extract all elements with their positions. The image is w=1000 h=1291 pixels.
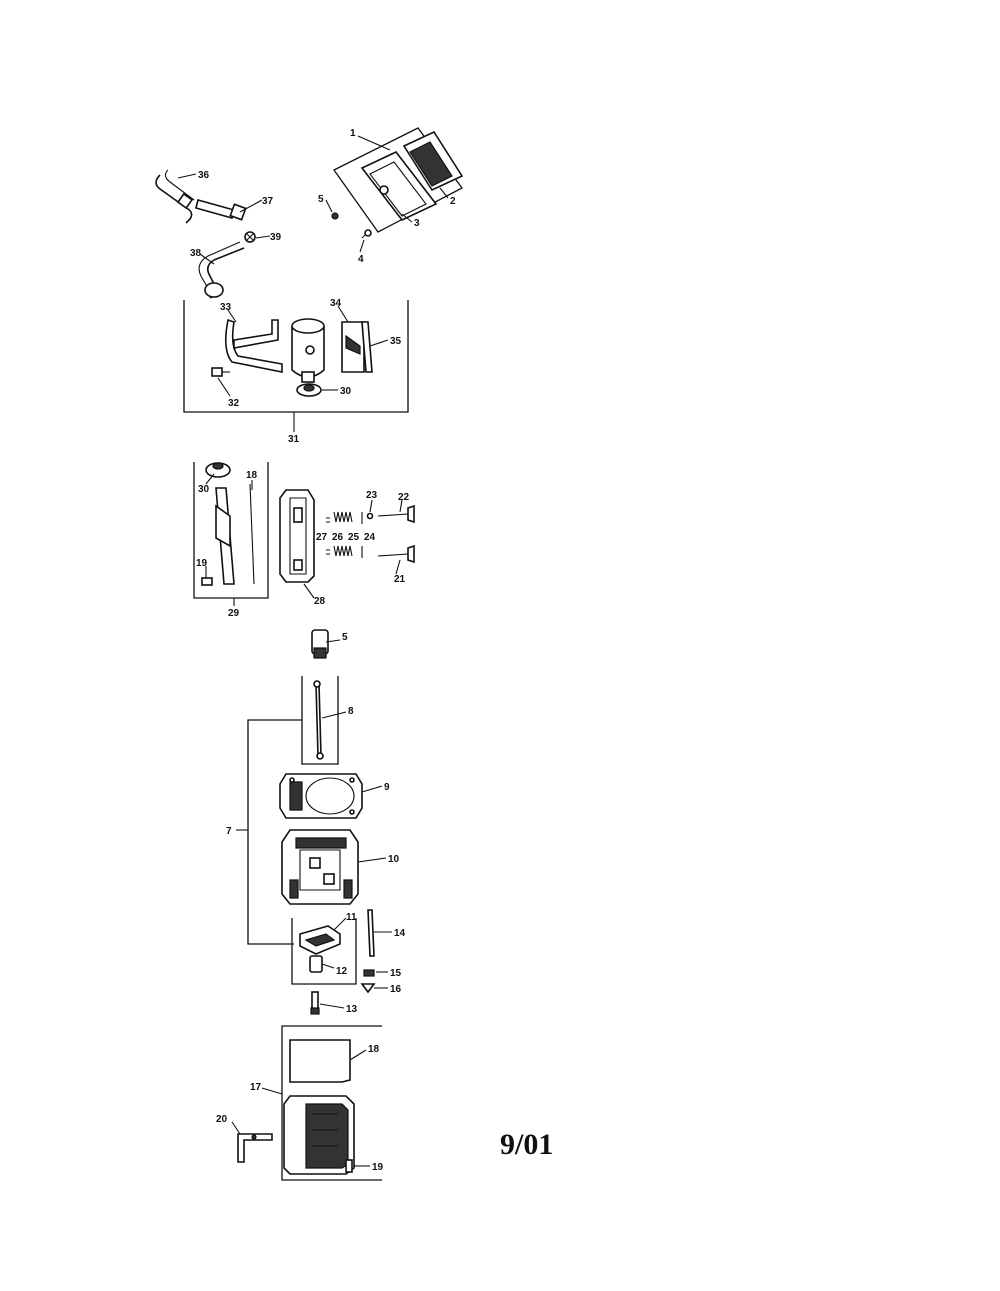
callout-21: 21	[394, 574, 406, 585]
callout-20: 20	[216, 1114, 228, 1125]
callout-17: 17	[250, 1082, 262, 1093]
callout-2: 2	[450, 196, 456, 207]
breather-filter	[291, 318, 325, 383]
callout-24: 24	[364, 532, 376, 543]
valve-cover-gasket	[402, 130, 464, 192]
revision-date-code: 9/01	[500, 1128, 554, 1161]
callout-16: 16	[390, 984, 402, 995]
breather-gasket-18	[249, 483, 255, 585]
assembly-31-frame	[183, 300, 409, 413]
callout-6: 5	[342, 632, 348, 643]
retaining-strap	[224, 318, 283, 373]
cylinder-head-28	[279, 489, 315, 583]
valve-cover-assembly-frame	[333, 127, 463, 233]
callout-11: 11	[346, 912, 357, 923]
exhaust-valve-22	[377, 504, 415, 524]
breather-hose-middle	[195, 199, 247, 221]
callout-25: 25	[348, 532, 360, 543]
hydraulic-lifter	[311, 629, 329, 659]
screw-19	[345, 1159, 353, 1173]
seal-30-upper	[205, 462, 231, 478]
callout-10: 10	[388, 854, 400, 865]
intake-valve-21	[377, 544, 415, 564]
callout-39: 39	[270, 232, 282, 243]
callout-19-lower: 19	[372, 1162, 384, 1173]
callout-18-upper: 18	[246, 470, 258, 481]
callout-26: 26	[332, 532, 344, 543]
group-7-bracket	[236, 719, 302, 945]
leader-lines	[177, 135, 449, 1167]
callout-9: 9	[384, 782, 390, 793]
callout-38: 38	[190, 248, 202, 259]
breather-hose-upper	[155, 169, 195, 224]
hose-clamp	[244, 231, 256, 243]
nut-15	[363, 969, 375, 977]
rod-14	[367, 909, 375, 957]
valve-cover-17	[283, 1095, 355, 1175]
washer-16	[360, 983, 376, 994]
callout-22: 22	[398, 492, 410, 503]
stud-13	[310, 991, 320, 1015]
callout-18-lower: 18	[368, 1044, 380, 1055]
seal-30	[296, 383, 322, 397]
assembly-17-frame	[281, 1025, 382, 1181]
rocker-frame	[291, 918, 357, 985]
callout-3: 3	[414, 218, 420, 229]
callout-28: 28	[314, 596, 326, 607]
breather-gasket	[361, 321, 373, 373]
callout-35: 35	[390, 336, 402, 347]
breather-cover	[341, 321, 365, 373]
valve-keepers-and-springs	[326, 511, 374, 558]
cover-gasket-18	[289, 1039, 351, 1083]
callout-37: 37	[262, 196, 274, 207]
callout-30-lower: 30	[198, 484, 210, 495]
callout-31: 31	[288, 434, 300, 445]
callout-1: 1	[350, 128, 356, 139]
grommet	[331, 212, 339, 220]
callout-15: 15	[390, 968, 402, 979]
breather-reed-assembly	[215, 487, 235, 585]
callout-5-top: 5	[318, 194, 324, 205]
callout-33: 33	[220, 302, 232, 313]
callout-29: 29	[228, 608, 240, 619]
callout-7: 7	[226, 826, 232, 837]
callout-4: 4	[358, 254, 364, 265]
screw-19-upper	[201, 577, 213, 586]
callout-13: 13	[346, 1004, 358, 1015]
callout-labels: 1 2 3 4 5 36 37 39 38 33 34 35 30 32 31 …	[190, 128, 456, 1173]
screw-32	[211, 367, 230, 377]
breather-hose-lower	[198, 241, 245, 299]
callout-30-upper: 30	[340, 386, 352, 397]
bracket-20	[237, 1133, 273, 1163]
valve-cover	[360, 151, 438, 221]
callout-19-upper: 19	[196, 558, 208, 569]
callout-32: 32	[228, 398, 240, 409]
rocker-bridge	[299, 925, 341, 955]
callout-34: 34	[330, 298, 342, 309]
callout-14: 14	[394, 928, 406, 939]
callout-12: 12	[336, 966, 348, 977]
cylinder-head	[281, 829, 359, 905]
callout-8: 8	[348, 706, 354, 717]
cover-screw	[361, 229, 372, 239]
callout-23: 23	[366, 490, 378, 501]
push-rod	[313, 680, 324, 760]
callout-27: 27	[316, 532, 328, 543]
assembly-29-frame	[193, 462, 269, 599]
pivot-12	[309, 955, 323, 973]
callout-36: 36	[198, 170, 210, 181]
head-gasket	[279, 773, 363, 819]
